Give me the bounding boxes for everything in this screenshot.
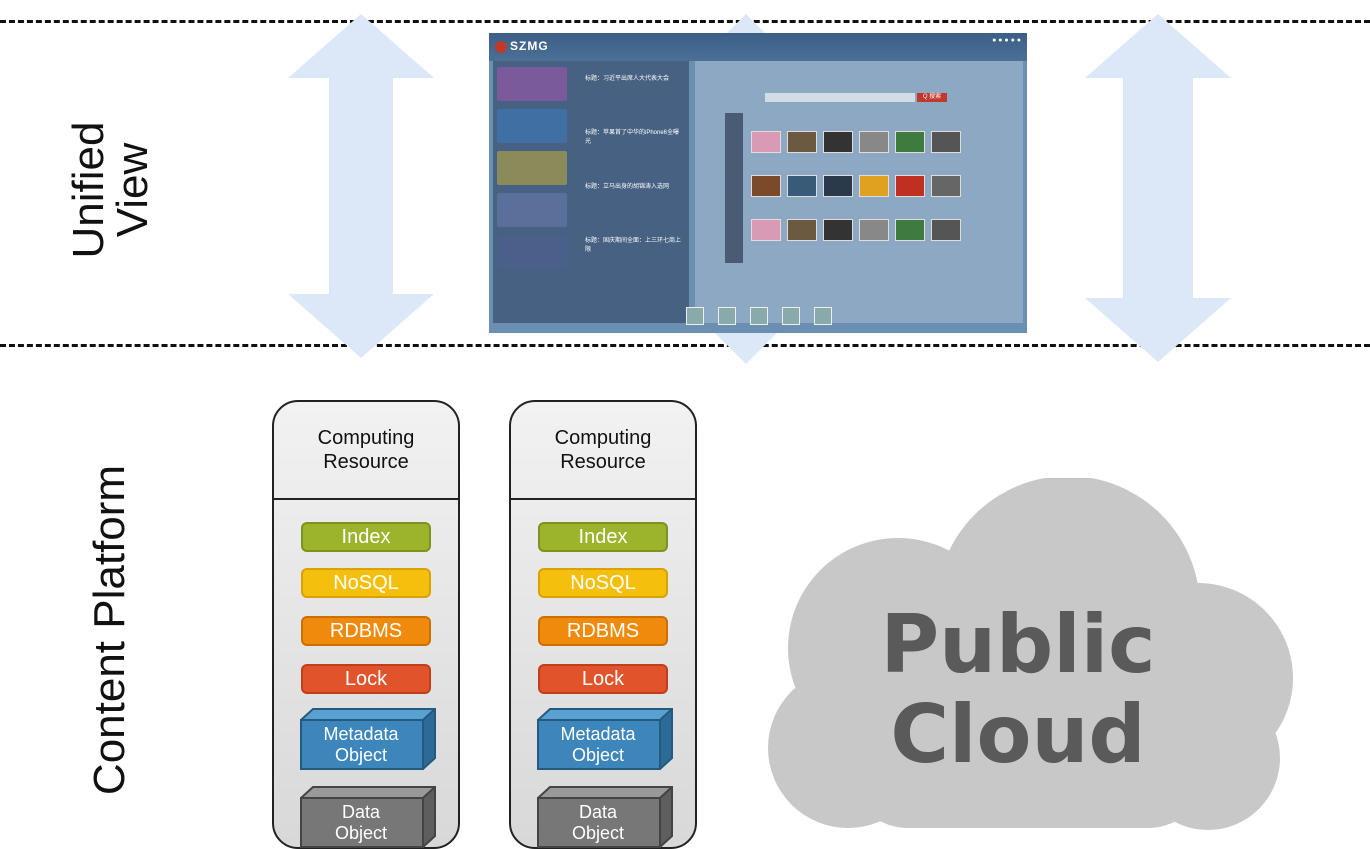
data-object-label: Data Object <box>334 802 388 843</box>
media-thumbnail <box>823 175 853 197</box>
data-object-label: Data Object <box>571 802 625 843</box>
lock-block: Lock <box>301 664 431 694</box>
screenshot-left-pane: 标题：习近平出席人大代表大会 标题：苹果首了中华的iPhone6全曝光 标题：立… <box>493 61 689 323</box>
unified-view-label: Unified View <box>64 95 157 285</box>
rdbms-block: RDBMS <box>538 616 668 646</box>
metadata-object-box: Metadata Object <box>537 708 673 770</box>
category-card <box>497 193 567 227</box>
data-object-box: Data Object <box>300 786 436 848</box>
middle-dashed-line <box>0 344 1370 347</box>
category-card <box>497 109 567 143</box>
szmg-logo: SZMG <box>495 39 549 53</box>
media-thumbnail <box>751 131 781 153</box>
news-item: 标题：苹果首了中华的iPhone6全曝光 <box>585 130 680 145</box>
media-thumbnail <box>895 175 925 197</box>
computing-resource-column-2: Computing Resource Index NoSQL RDBMS Loc… <box>509 400 697 849</box>
public-cloud-label: Public Cloud <box>880 598 1156 782</box>
computing-resource-column-1: Computing Resource Index NoSQL RDBMS Loc… <box>272 400 460 849</box>
index-block: Index <box>538 522 668 552</box>
screenshot-vertical-tabs <box>725 113 743 263</box>
metadata-object-label: Metadata Object <box>323 724 399 765</box>
media-thumbnail <box>859 175 889 197</box>
category-card <box>497 151 567 185</box>
screenshot-search-input <box>765 93 915 102</box>
data-object-box: Data Object <box>537 786 673 848</box>
media-thumbnail <box>895 219 925 241</box>
news-item: 标题：立马出身的胡锦涛入选网 <box>585 184 670 190</box>
category-card <box>497 67 567 101</box>
lock-block: Lock <box>538 664 668 694</box>
news-item: 标题：习近平出席人大代表大会 <box>585 76 670 82</box>
media-thumbnail <box>787 175 817 197</box>
index-block: Index <box>301 522 431 552</box>
media-thumbnail <box>823 219 853 241</box>
media-thumbnail <box>751 175 781 197</box>
double-arrow-left <box>288 14 434 358</box>
media-thumbnail <box>787 219 817 241</box>
logo-text: SZMG <box>510 39 549 53</box>
nosql-block: NoSQL <box>301 568 431 598</box>
top-dashed-line <box>0 20 1370 23</box>
content-platform-label: Content Platform <box>80 460 140 800</box>
media-thumbnail <box>787 131 817 153</box>
metadata-object-label: Metadata Object <box>560 724 636 765</box>
column-divider <box>511 498 695 500</box>
news-item: 标题：国庆期间全面：上三环七商上限 <box>585 238 682 253</box>
column-divider <box>274 498 458 500</box>
unified-view-text: Unified View <box>64 121 157 259</box>
public-cloud-shape <box>768 478 1293 830</box>
screenshot-toolbar: ● ● ● ● ● <box>992 37 1021 44</box>
rdbms-block: RDBMS <box>301 616 431 646</box>
media-thumbnail <box>931 131 961 153</box>
media-thumbnail <box>859 219 889 241</box>
screenshot-header: SZMG ● ● ● ● ● <box>489 33 1027 61</box>
column-title-text: Computing Resource <box>317 427 415 473</box>
category-card <box>497 235 567 269</box>
column-title-text: Computing Resource <box>554 427 652 473</box>
media-thumbnail <box>859 131 889 153</box>
content-platform-text: Content Platform <box>85 464 134 796</box>
double-arrow-right <box>1085 14 1231 362</box>
media-thumbnail <box>823 131 853 153</box>
media-thumbnail <box>931 219 961 241</box>
media-thumbnail <box>931 175 961 197</box>
screenshot-search-button: Q 搜索 <box>917 93 947 102</box>
column-title: Computing Resource <box>274 402 458 498</box>
media-thumbnail <box>751 219 781 241</box>
metadata-object-box: Metadata Object <box>300 708 436 770</box>
nosql-block: NoSQL <box>538 568 668 598</box>
media-thumbnail <box>895 131 925 153</box>
screenshot-right-pane: Q 搜索 <box>695 61 1023 323</box>
unified-view-screenshot: SZMG ● ● ● ● ● 标题：习近平出席人大代表大会 标题：苹果首了中华的… <box>489 33 1027 333</box>
column-title: Computing Resource <box>511 402 695 498</box>
screenshot-dock <box>679 307 839 327</box>
